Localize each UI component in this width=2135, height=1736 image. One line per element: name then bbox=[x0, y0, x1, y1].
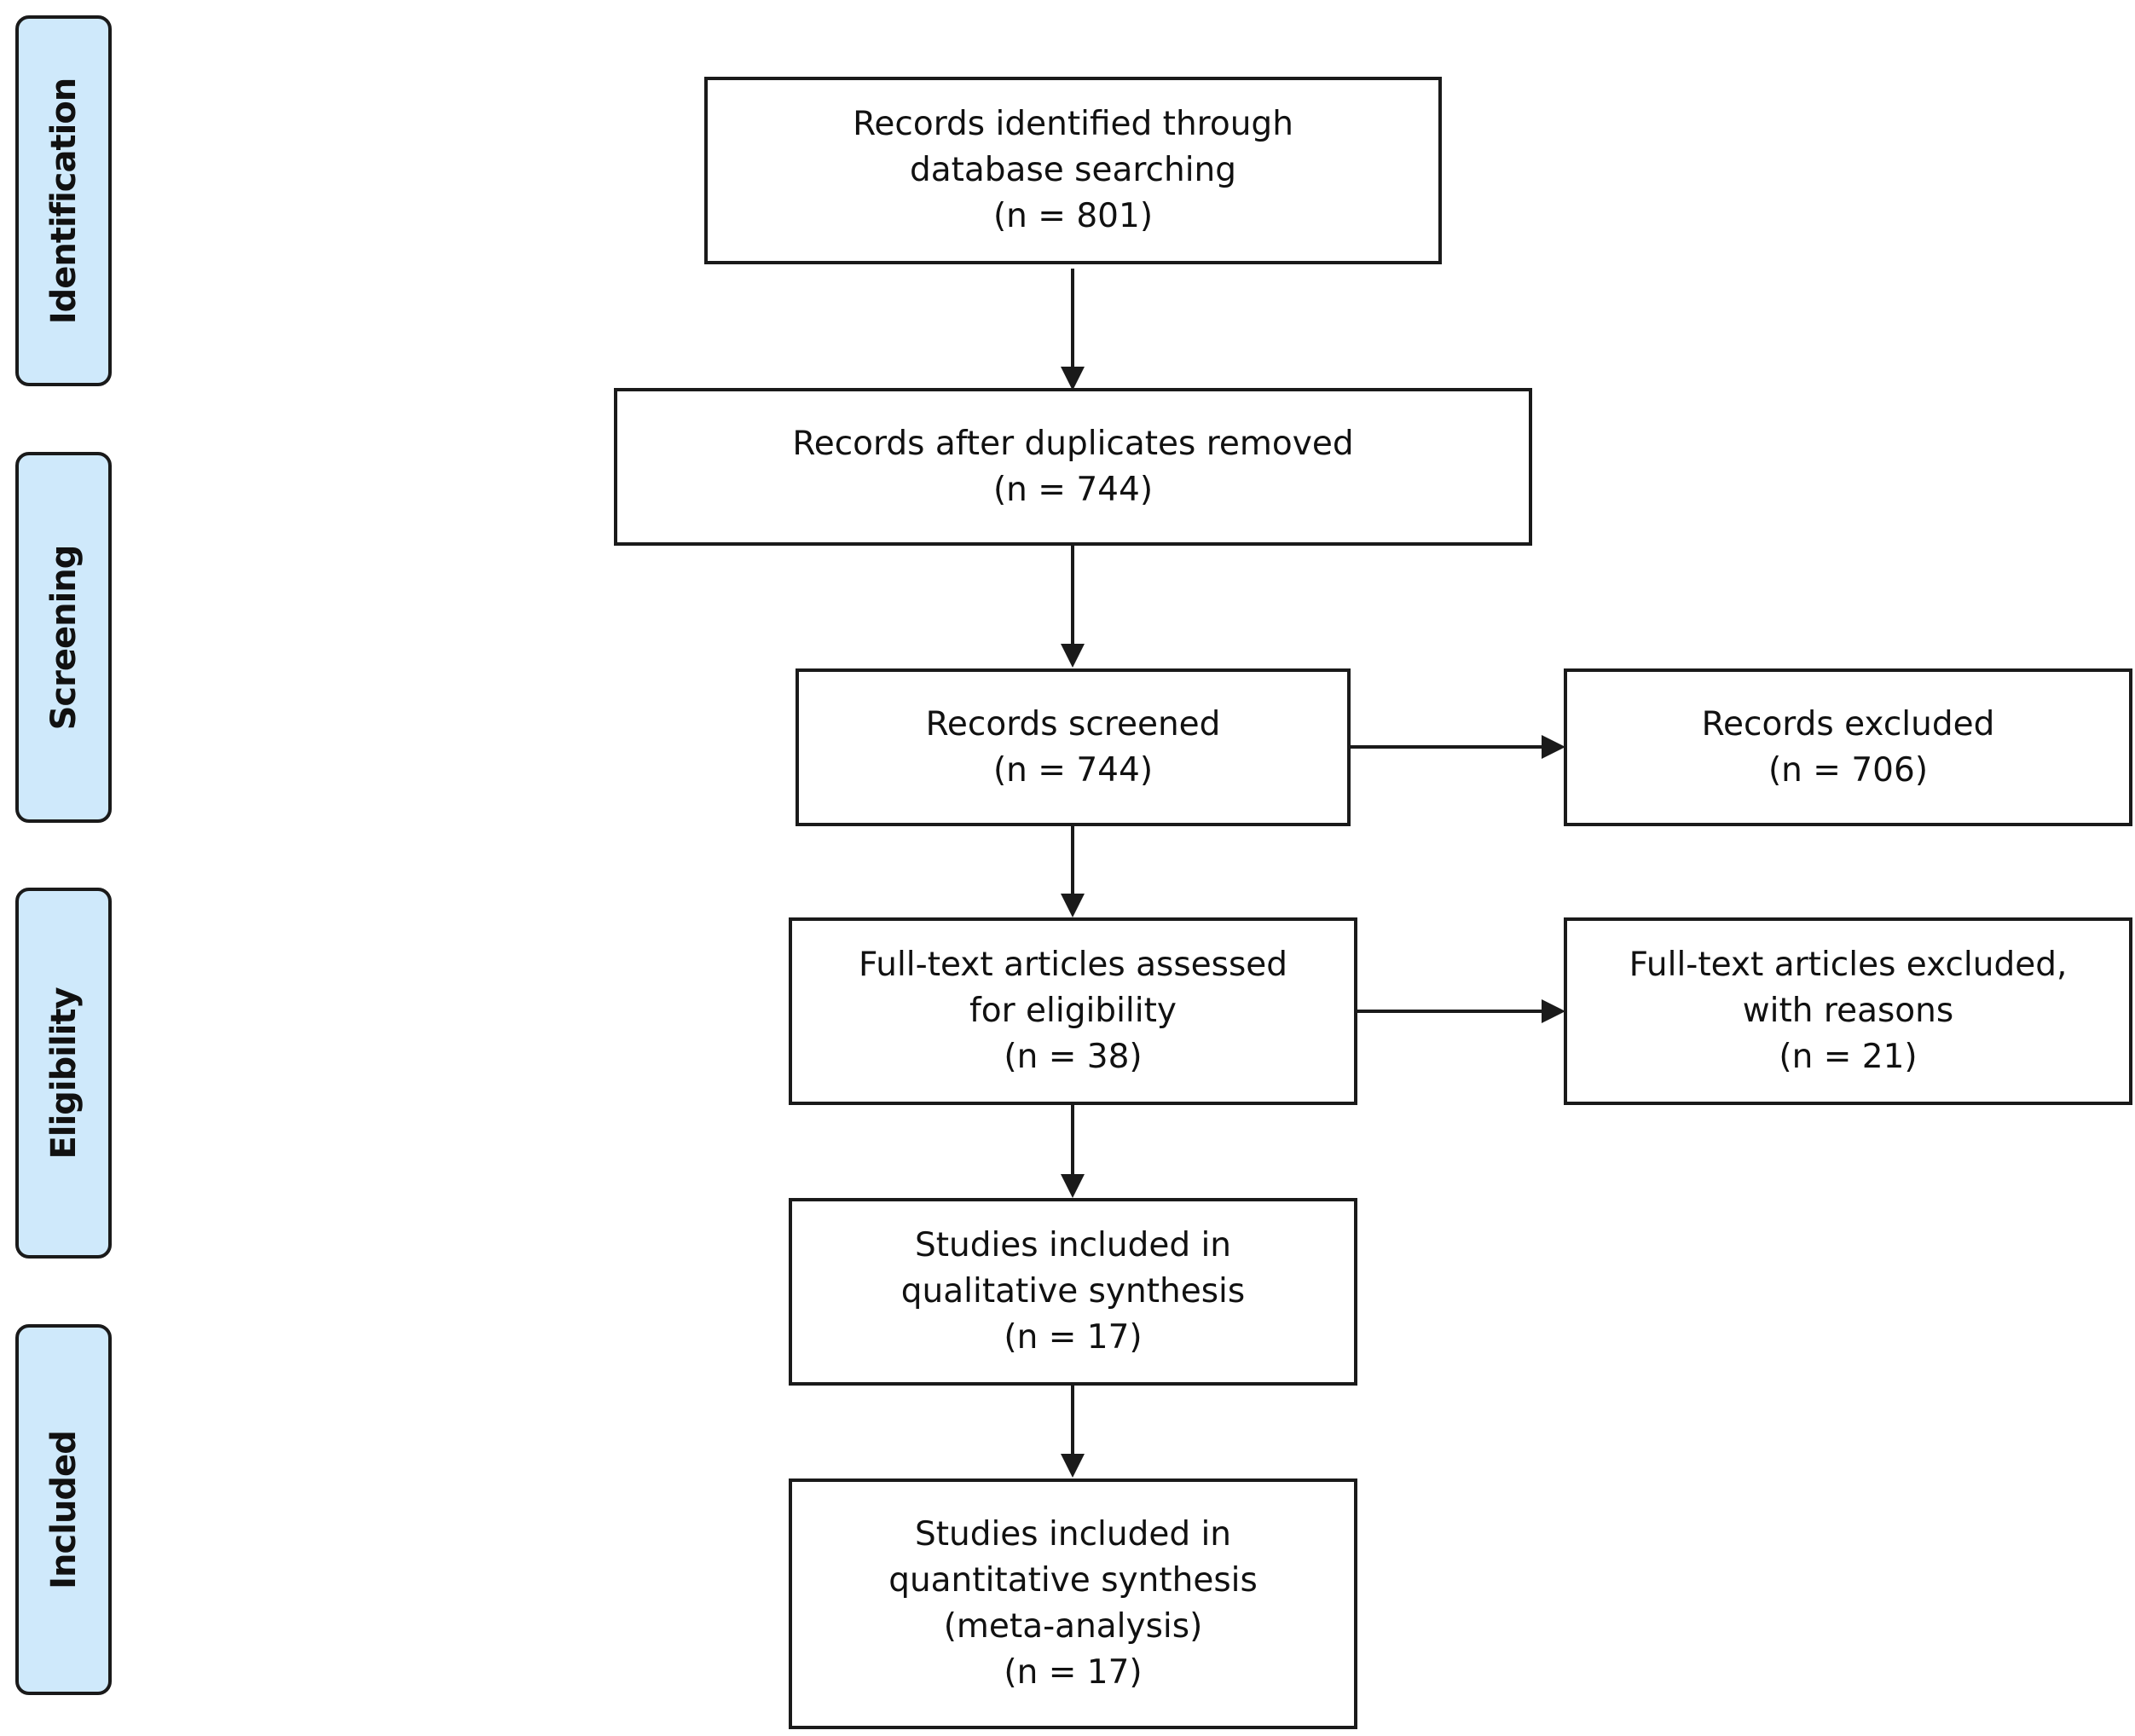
phase-identification: Identification bbox=[15, 15, 112, 386]
quantitative-line1: Studies included in bbox=[914, 1515, 1232, 1554]
qualitative-line2: qualitative synthesis bbox=[900, 1272, 1246, 1311]
arrowhead-6 bbox=[1542, 735, 1565, 759]
records-screened-count: (n = 744) bbox=[992, 750, 1154, 790]
arrowhead-3 bbox=[1061, 894, 1085, 917]
box-qualitative-synthesis: Studies included in qualitative synthesi… bbox=[789, 1198, 1357, 1386]
records-screened-line1: Records screened bbox=[925, 704, 1221, 744]
qualitative-line1: Studies included in bbox=[914, 1226, 1232, 1264]
records-excluded-line1: Records excluded bbox=[1701, 704, 1995, 744]
arrowhead-7 bbox=[1542, 999, 1565, 1023]
box-records-excluded: Records excluded (n = 706) bbox=[1564, 668, 2132, 826]
arrowhead-4 bbox=[1061, 1174, 1085, 1198]
box-records-screened: Records screened (n = 744) bbox=[796, 668, 1351, 826]
box-fulltext-excluded: Full-text articles excluded, with reason… bbox=[1564, 917, 2132, 1105]
box-records-identified: Records identified through database sear… bbox=[704, 77, 1442, 264]
phase-included: Included bbox=[15, 1324, 112, 1695]
quantitative-line3: (meta-analysis) bbox=[943, 1607, 1203, 1646]
qualitative-count: (n = 17) bbox=[1004, 1318, 1143, 1357]
box-quantitative-synthesis: Studies included in quantitative synthes… bbox=[789, 1478, 1357, 1729]
records-identified-count: (n = 801) bbox=[992, 197, 1154, 235]
after-duplicates-count: (n = 744) bbox=[992, 470, 1154, 509]
fulltext-assessed-line1: Full-text articles assessed bbox=[858, 946, 1288, 984]
quantitative-line2: quantitative synthesis bbox=[888, 1561, 1258, 1600]
records-identified-line1: Records identified through bbox=[853, 105, 1293, 143]
fulltext-excluded-count: (n = 21) bbox=[1779, 1038, 1918, 1076]
fulltext-excluded-line2: with reasons bbox=[1742, 992, 1954, 1030]
fulltext-assessed-count: (n = 38) bbox=[1004, 1038, 1143, 1076]
phase-eligibility: Eligibility bbox=[15, 888, 112, 1259]
records-identified-line2: database searching bbox=[909, 151, 1237, 189]
phase-screening: Screening bbox=[15, 452, 112, 823]
records-excluded-count: (n = 706) bbox=[1768, 750, 1929, 790]
box-after-duplicates: Records after duplicates removed (n = 74… bbox=[614, 388, 1532, 546]
quantitative-count: (n = 17) bbox=[1004, 1653, 1143, 1692]
arrowhead-2 bbox=[1061, 644, 1085, 668]
fulltext-assessed-line2: for eligibility bbox=[969, 992, 1177, 1030]
box-fulltext-assessed: Full-text articles assessed for eligibil… bbox=[789, 917, 1357, 1105]
fulltext-excluded-line1: Full-text articles excluded, bbox=[1629, 946, 2068, 984]
arrowhead-1 bbox=[1061, 367, 1085, 391]
arrowhead-5 bbox=[1061, 1454, 1085, 1478]
after-duplicates-line1: Records after duplicates removed bbox=[792, 424, 1354, 463]
